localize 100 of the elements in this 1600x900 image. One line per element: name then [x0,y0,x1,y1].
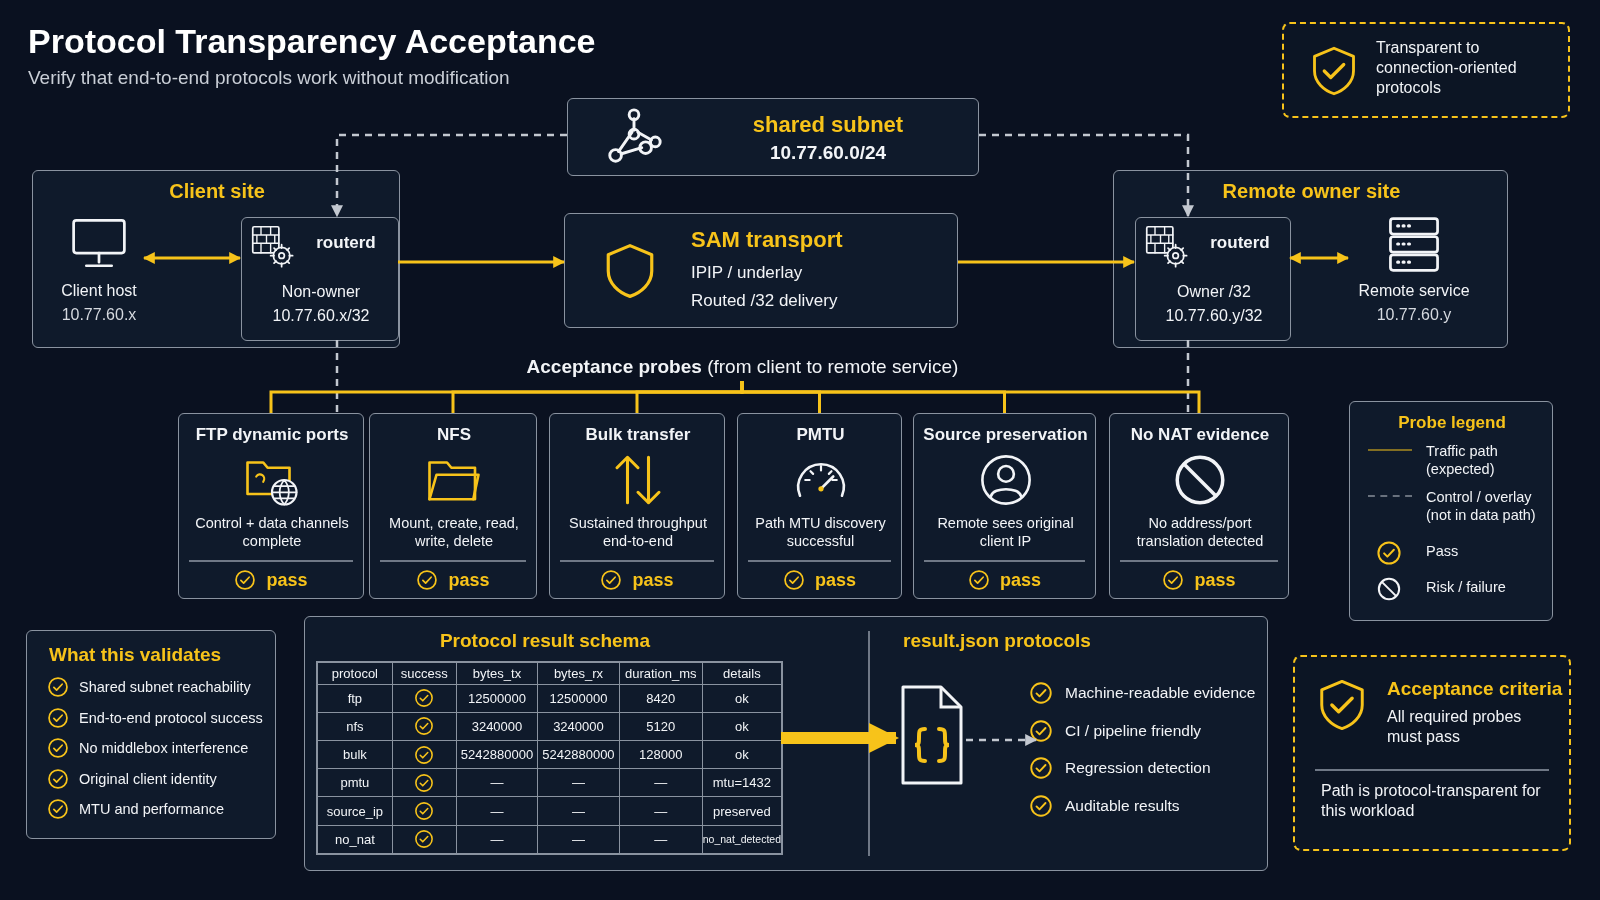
table-value: — [619,796,703,826]
data-table [317,662,782,854]
table-value: 5242880000 [456,740,538,769]
table-value: — [456,768,538,797]
card-title: shared subnet [751,111,905,139]
probe-description: Path MTU discovery successful [754,514,887,551]
probe-title: PMTU [795,424,846,446]
status-text: pass [815,568,856,592]
subnet-card [567,98,979,176]
connector-line [740,381,1201,413]
subnet-address: 10.77.60.0/24 [768,141,888,165]
card-text: IPIP / underlay [691,262,804,284]
legend-text: Pass [1426,542,1460,561]
checklist-item: Original client identity [79,769,218,788]
checklist-item: CI / pipeline friendly [1065,720,1203,740]
ip-address: 10.77.60.y/32 [1164,306,1264,326]
column-header: success [392,662,457,684]
table-value: mtu=1432 [702,768,782,797]
card-title: Acceptance criteria [1387,677,1564,701]
probe-card [178,413,364,599]
table-value: — [537,768,620,797]
host-name: Remote service [1357,281,1471,301]
table-value: 3240000 [537,712,620,741]
status-text: pass [266,568,308,592]
page-title: Protocol Transparency Acceptance [28,21,597,62]
table-value: 8420 [619,684,703,713]
status-text: pass [1000,568,1041,592]
legend-text: Control / overlay (not in data path) [1426,488,1537,525]
group-title: Client site [168,179,266,204]
status-text: pass [632,568,674,592]
connector-line [1186,340,1190,413]
table-value: 128000 [619,740,703,769]
note-text: Transparent to connection-oriented protocols [1376,38,1518,98]
probe-description: Control + data channels complete [194,514,350,551]
probe-card [737,413,902,599]
table-value: 5242880000 [537,740,620,769]
probe-title: Bulk transfer [584,424,692,446]
probe-description: No address/port translation detected [1135,514,1265,551]
probe-description: Mount, create, read, write, delete [388,514,520,551]
card-text: Routed /32 delivery [691,290,839,312]
table-value: — [619,768,703,797]
router-role: Owner /32 [1176,282,1252,302]
probe-description: Remote sees original client IP [936,514,1075,551]
card-title: SAM transport [691,226,844,254]
site-group-box [32,170,400,348]
subtitle: Verify that end-to-end protocols work without modification [28,66,511,90]
table-value: bulk [317,740,393,769]
table-value: ok [702,684,782,713]
probe-card [913,413,1096,599]
table-value: 3240000 [456,712,538,741]
criteria-card [1293,655,1571,851]
table-value: — [537,825,620,854]
checklist-card [26,630,276,839]
note-card [1282,22,1570,118]
ip-address: 10.77.60.y [1375,305,1453,325]
checklist-item: Auditable results [1065,795,1181,815]
router-name: routerd [1209,232,1271,254]
probe-card [549,413,725,599]
panel-title: result.json protocols [903,629,1092,653]
table-value: pmtu [317,768,393,797]
table-value: — [619,825,703,854]
table-value: — [537,796,620,826]
arrow [781,723,899,753]
table-value: no_nat_detected [702,825,782,854]
card-text: Path is protocol-transparent for this workload [1321,781,1542,821]
ip-address: 10.77.60.x/32 [271,306,371,326]
table-value: source_ip [317,796,393,826]
legend-title: Probe legend [1397,412,1507,434]
arrow [398,256,566,268]
column-header: bytes_rx [537,662,620,684]
column-header: bytes_tx [456,662,538,684]
card-text: All required probes must pass [1387,707,1523,747]
legend-text: Risk / failure [1426,578,1507,597]
probe-card [369,413,537,599]
table-value: ftp [317,684,393,713]
table-value: — [456,825,538,854]
table-value: ok [702,712,782,741]
panel-title: Protocol result schema [438,629,652,653]
arrow [142,252,242,264]
status-text: pass [448,568,490,592]
table-value: preserved [702,796,782,826]
checklist-item: Shared subnet reachability [79,678,252,697]
arrow [331,133,567,218]
probe-card [1109,413,1289,599]
ip-address: 10.77.60.x [60,305,138,325]
section-heading: Acceptance probes (from client to remote service) [505,355,980,381]
checklist-item: No middlebox interference [79,739,250,758]
column-header: details [702,662,782,684]
router-role: Non-owner [280,282,362,302]
table-value: 12500000 [537,684,620,713]
checklist-item: End-to-end protocol success [79,708,264,727]
arrow [1288,252,1350,264]
table-value: — [456,796,538,826]
table-value: no_nat [317,825,393,854]
probe-title: NFS [436,424,472,446]
probe-description: Sustained throughput end-to-end [568,514,708,551]
connector-line [335,340,339,413]
column-header: protocol [317,662,393,684]
arrow [979,133,1194,218]
table-value: 12500000 [456,684,538,713]
